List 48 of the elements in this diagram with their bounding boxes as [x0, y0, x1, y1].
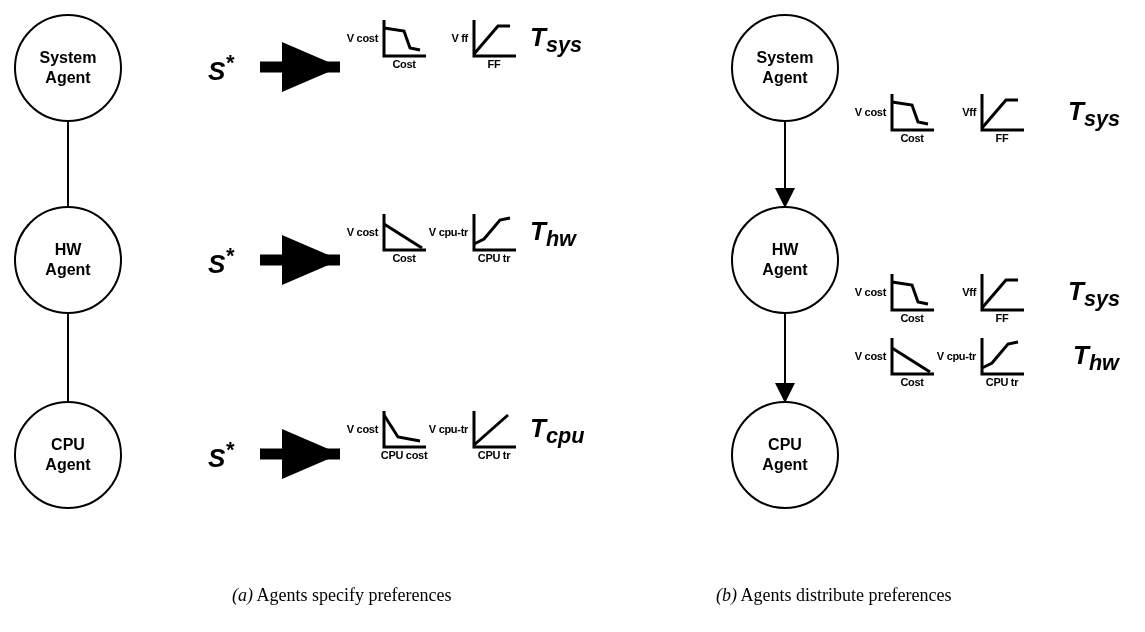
solution-label: S$^{*}$	[208, 437, 234, 474]
axis-label: CPU tr	[985, 376, 1019, 388]
arrow	[260, 429, 340, 479]
solution-label: S$^{*}$	[208, 243, 234, 280]
axis-label: CPU cost	[380, 449, 428, 461]
term-label: T$_{cpu}$	[530, 413, 585, 450]
axis-label: Cost	[900, 312, 924, 324]
agent-circle: System Agent	[731, 14, 839, 122]
axis-label: CPU tr	[477, 252, 511, 264]
axis-label: FF	[995, 132, 1009, 144]
term-label: T$_{hw}$	[530, 216, 576, 253]
axis-label: V cpu-tr	[428, 423, 468, 435]
axis-label: Cost	[392, 252, 416, 264]
axis-label: V cost	[346, 226, 378, 238]
arrow	[775, 313, 795, 403]
figure-caption: (a) Agents specify preferences	[232, 585, 452, 606]
axis-label: V cost	[854, 106, 886, 118]
axis-label: V cost	[854, 286, 886, 298]
agent-circle: CPU Agent	[14, 401, 122, 509]
axis-label: V cost	[854, 350, 886, 362]
figure-caption: (b) Agents distribute preferences	[716, 585, 952, 606]
term-label: T$_{sys}$	[1068, 96, 1121, 133]
connector-line	[67, 313, 69, 402]
agent-circle: HW Agent	[14, 206, 122, 314]
axis-label: Cost	[392, 58, 416, 70]
axis-label: Cost	[900, 132, 924, 144]
axis-label: V cost	[346, 32, 378, 44]
agent-circle: CPU Agent	[731, 401, 839, 509]
solution-label: S$^{*}$	[208, 50, 234, 87]
agent-circle: System Agent	[14, 14, 122, 122]
axis-label: CPU tr	[477, 449, 511, 461]
axis-label: Vff	[962, 106, 976, 118]
term-label: T$_{hw}$	[1073, 340, 1119, 377]
axis-label: FF	[995, 312, 1009, 324]
term-label: T$_{sys}$	[530, 22, 583, 59]
axis-label: Cost	[900, 376, 924, 388]
axis-label: FF	[487, 58, 501, 70]
agent-circle: HW Agent	[731, 206, 839, 314]
axis-label: V ff	[451, 32, 468, 44]
term-label: T$_{sys}$	[1068, 276, 1121, 313]
arrow	[260, 42, 340, 92]
axis-label: V cpu-tr	[936, 350, 976, 362]
connector-line	[67, 121, 69, 207]
arrow	[260, 235, 340, 285]
axis-label: V cpu-tr	[428, 226, 468, 238]
arrow	[775, 121, 795, 208]
axis-label: V cost	[346, 423, 378, 435]
axis-label: Vff	[962, 286, 976, 298]
